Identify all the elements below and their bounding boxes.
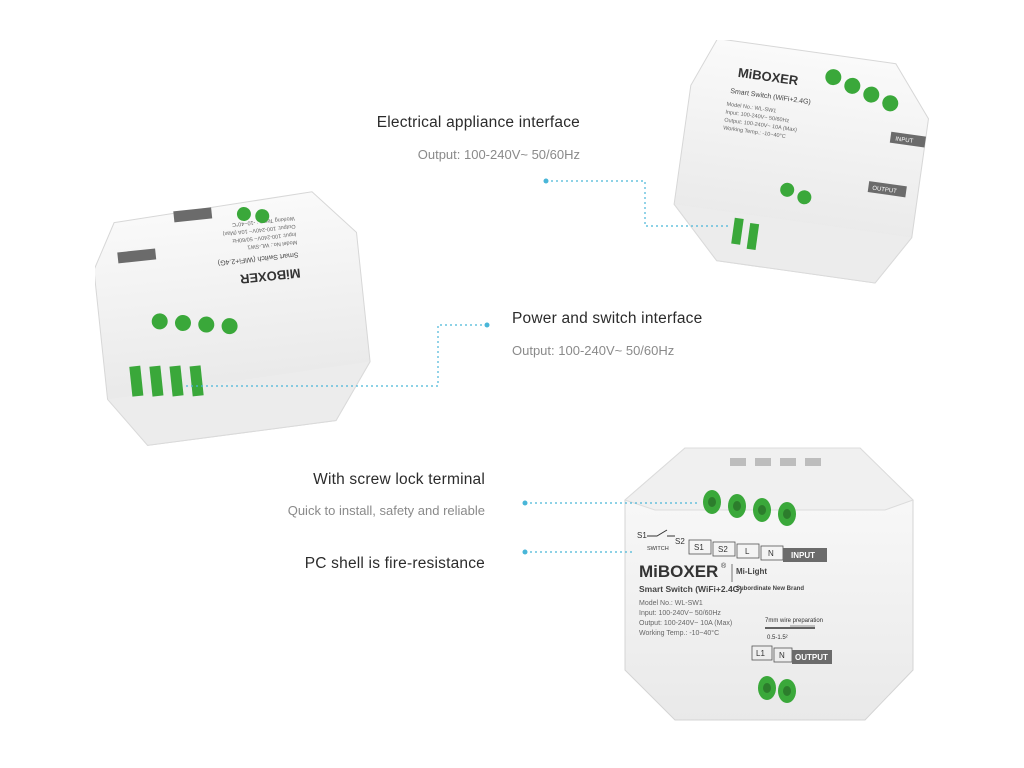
bottom-right-input-terminals xyxy=(703,490,796,526)
product-name: Smart Switch (WiFi+2.4G) xyxy=(639,584,742,594)
sub-brand: Mi-Light xyxy=(736,567,767,576)
bottom-right-output-strip: L1 N OUTPUT xyxy=(751,645,832,664)
input-label: INPUT xyxy=(791,551,815,560)
callout-power-title: Power and switch interface xyxy=(512,310,703,327)
device-top-right: MiBOXER Smart Switch (WiFi+2.4G) Model N… xyxy=(673,40,929,284)
middle-left-spec-1: Model No.: WL-SW1 xyxy=(247,239,297,250)
callout-appliance-title: Electrical appliance interface xyxy=(376,114,580,131)
spec-output: Output: 100-240V~ 10A (Max) xyxy=(639,620,732,627)
svg-text:L: L xyxy=(745,547,750,556)
bottom-right-output-terminals xyxy=(758,676,796,703)
device-middle-left: MiBOXER Smart Switch (WiFi+2.4G) Model N… xyxy=(95,191,371,446)
svg-text:N: N xyxy=(779,651,785,660)
top-right-output-label: OUTPUT xyxy=(872,186,898,195)
output-label: OUTPUT xyxy=(795,653,828,662)
switch-s1-label: S1 xyxy=(637,531,647,540)
spec-temp: Working Temp.: -10~40°C xyxy=(639,629,719,637)
callout-power-subtitle: Output: 100-240V~ 50/60Hz xyxy=(512,343,675,358)
wire-size: 0.5-1.5² xyxy=(767,635,788,641)
device-bottom-right: S1 S2 SWITCH S1 S2 L N INPUT MiBOXER ® M… xyxy=(624,447,914,721)
callout-shell-title: PC shell is fire-resistance xyxy=(304,555,485,572)
brand-logo: MiBOXER xyxy=(639,562,718,581)
guide-dot-power xyxy=(484,322,490,328)
switch-s2-label: S2 xyxy=(675,537,685,546)
spec-model: Model No.: WL-SW1 xyxy=(639,600,703,607)
bottom-right-input-strip: S1 S2 L N INPUT xyxy=(688,539,827,562)
middle-left-brand: MiBOXER xyxy=(239,265,302,286)
top-right-input-terminals xyxy=(825,69,899,112)
spec-input: Input: 100-240V~ 50/60Hz xyxy=(639,610,721,617)
callout-screw-title: With screw lock terminal xyxy=(313,471,485,488)
switch-caption: SWITCH xyxy=(647,546,669,552)
callout-appliance-subtitle: Output: 100-240V~ 50/60Hz xyxy=(417,147,580,162)
svg-text:L1: L1 xyxy=(756,649,765,658)
callout-screw-subtitle: Quick to install, safety and reliable xyxy=(287,503,485,518)
sub-brand-tagline: Subordinate New Brand xyxy=(736,586,804,592)
wire-prep: 7mm wire preparation xyxy=(765,618,823,624)
registered-mark: ® xyxy=(721,562,727,570)
svg-text:N: N xyxy=(768,549,774,558)
svg-text:S1: S1 xyxy=(694,543,704,552)
guide-dot-shell xyxy=(522,549,528,555)
top-right-input-label: INPUT xyxy=(895,136,914,144)
svg-text:S2: S2 xyxy=(718,545,728,554)
guide-dot-appliance xyxy=(543,178,549,184)
guide-dot-screw xyxy=(522,500,528,506)
